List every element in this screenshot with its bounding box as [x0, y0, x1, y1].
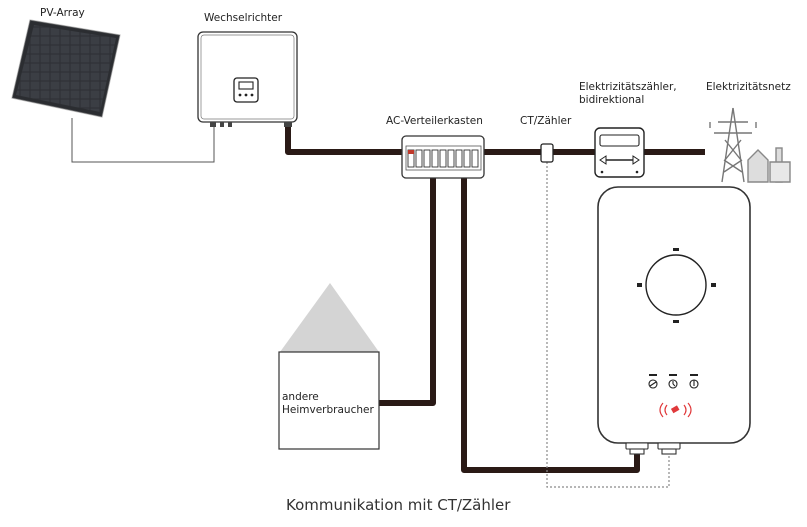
power-cables	[285, 126, 705, 473]
house-label: andere Heimverbraucher	[282, 391, 374, 417]
ev-charger-icon	[597, 186, 751, 455]
solar-panel-icon	[11, 19, 121, 118]
house-label-line2: Heimverbraucher	[282, 404, 374, 416]
rfid-icon	[659, 402, 692, 418]
current-transformer-icon	[540, 143, 554, 163]
house-icon	[278, 283, 380, 450]
cable-inverter-to-acbox	[285, 126, 402, 155]
meter-label-line1: Elektrizitätszähler,	[579, 81, 677, 93]
ac-box-label: AC-Verteilerkasten	[386, 115, 483, 127]
grid-label: Elektrizitätsnetz	[706, 81, 791, 93]
status-indicator-icons	[648, 374, 699, 389]
communication-line	[546, 162, 670, 488]
charger-cable-glands	[625, 442, 681, 455]
meter-label-line2: bidirektional	[579, 94, 645, 106]
ct-meter-label: CT/Zähler	[520, 115, 572, 127]
house-label-line1: andere	[282, 391, 319, 403]
electricity-meter-icon	[594, 127, 645, 178]
inverter-icon	[197, 31, 298, 127]
power-pylon-icon	[709, 107, 791, 183]
inverter-label: Wechselrichter	[204, 12, 283, 24]
cable-acbox-to-house	[379, 178, 436, 406]
cable-acbox-to-charger	[461, 178, 640, 473]
breaker-box-icon	[401, 135, 485, 179]
pv-array-label: PV-Array	[40, 7, 85, 19]
cable-pv-to-inverter	[71, 118, 215, 163]
diagram-caption: Kommunikation mit CT/Zähler	[286, 496, 511, 514]
